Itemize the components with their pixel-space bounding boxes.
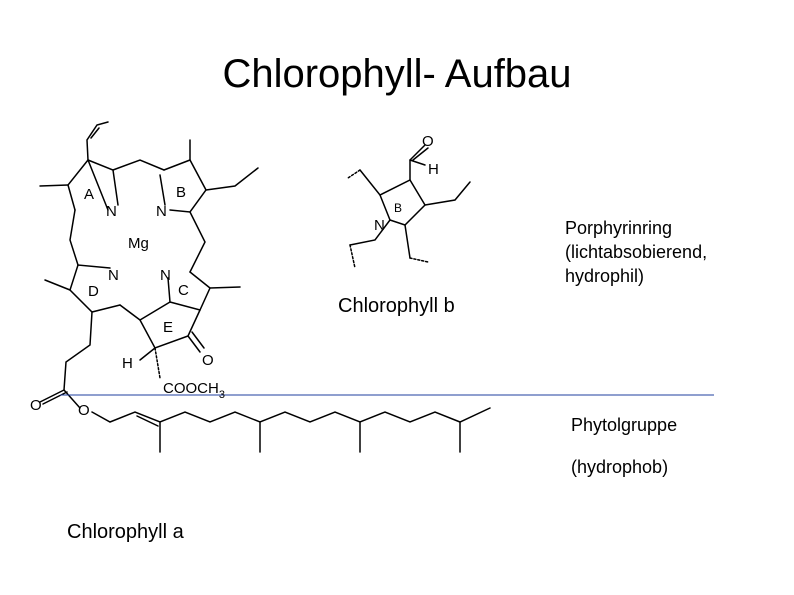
chlorophyll-b-atom-labels: O H B N [374,133,439,234]
hydrophob-annotation: (hydrophob) [571,457,669,477]
nitrogen-atom-b: N [156,203,167,220]
chlorophyll-b-fragment-bonds [347,144,471,269]
ring-label-a: A [84,186,94,203]
porphyrin-annotation: Porphyrinring (lichtabsobierend, hydroph… [565,216,707,288]
oxygen-atom-ester: O [78,402,90,419]
slide-title: Chlorophyll- Aufbau [222,52,572,96]
porphyrin-line-3: hydrophil) [565,266,645,286]
ring-label-e: E [163,319,173,336]
ester-group-label: COOCH3 [163,380,225,401]
porphyrin-line-1: Porphyrinring [565,218,673,238]
magnesium-atom: Mg [128,235,149,252]
chlorophyll-a-atom-labels: A B C D E Mg N N N N H O O O COOCH3 [30,184,225,419]
nitrogen-atom-d: N [108,267,119,284]
nitrogen-atom-c: N [160,267,171,284]
oxygen-atom-keto: O [202,352,214,369]
hydrogen-atom-aldehyde: H [428,161,439,178]
chlorophyll-a-label: Chlorophyll a [67,521,184,543]
hydrogen-atom-a: H [122,355,133,372]
ring-label-c: C [178,282,189,299]
nitrogen-atom-a: N [106,203,117,220]
oxygen-atom-carbonyl: O [30,397,42,414]
phytol-annotation: Phytolgruppe [571,415,678,435]
ring-label-d: D [88,283,99,300]
porphyrin-line-2: (lichtabsobierend, [565,242,708,262]
chlorophyll-b-label: Chlorophyll b [338,295,455,317]
chlorophyll-a-bonds [39,121,491,453]
nitrogen-atom-fragment: N [374,217,385,234]
oxygen-atom-aldehyde: O [422,133,434,150]
ring-label-b: B [176,184,186,201]
ester-subscript: 3 [219,389,225,401]
fragment-ring-label-b: B [394,201,402,215]
